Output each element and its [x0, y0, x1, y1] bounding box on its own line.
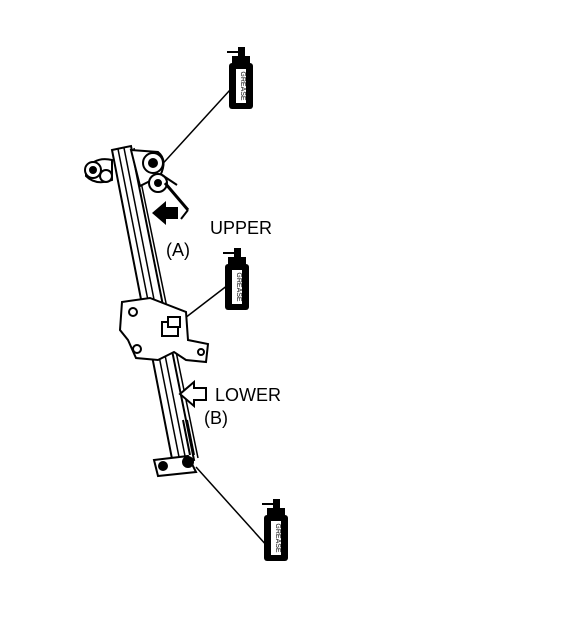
grease-can-icon	[222, 247, 250, 311]
leader-line-top	[156, 89, 231, 171]
leader-line-bottom	[195, 466, 269, 548]
grease-can-icon	[261, 498, 289, 562]
outline-arrow-icon	[178, 379, 207, 409]
grease-can-icon	[226, 46, 254, 110]
upper-label: UPPER	[210, 218, 273, 238]
upper-sub-label: (A)	[166, 240, 190, 260]
lower-bracket	[152, 419, 198, 478]
lower-label: LOWER	[215, 385, 282, 405]
upper-pulley-bracket	[84, 148, 190, 220]
lower-sub-label: (B)	[204, 408, 228, 428]
filled-arrow-icon	[152, 201, 178, 225]
carrier-plate	[118, 296, 210, 364]
